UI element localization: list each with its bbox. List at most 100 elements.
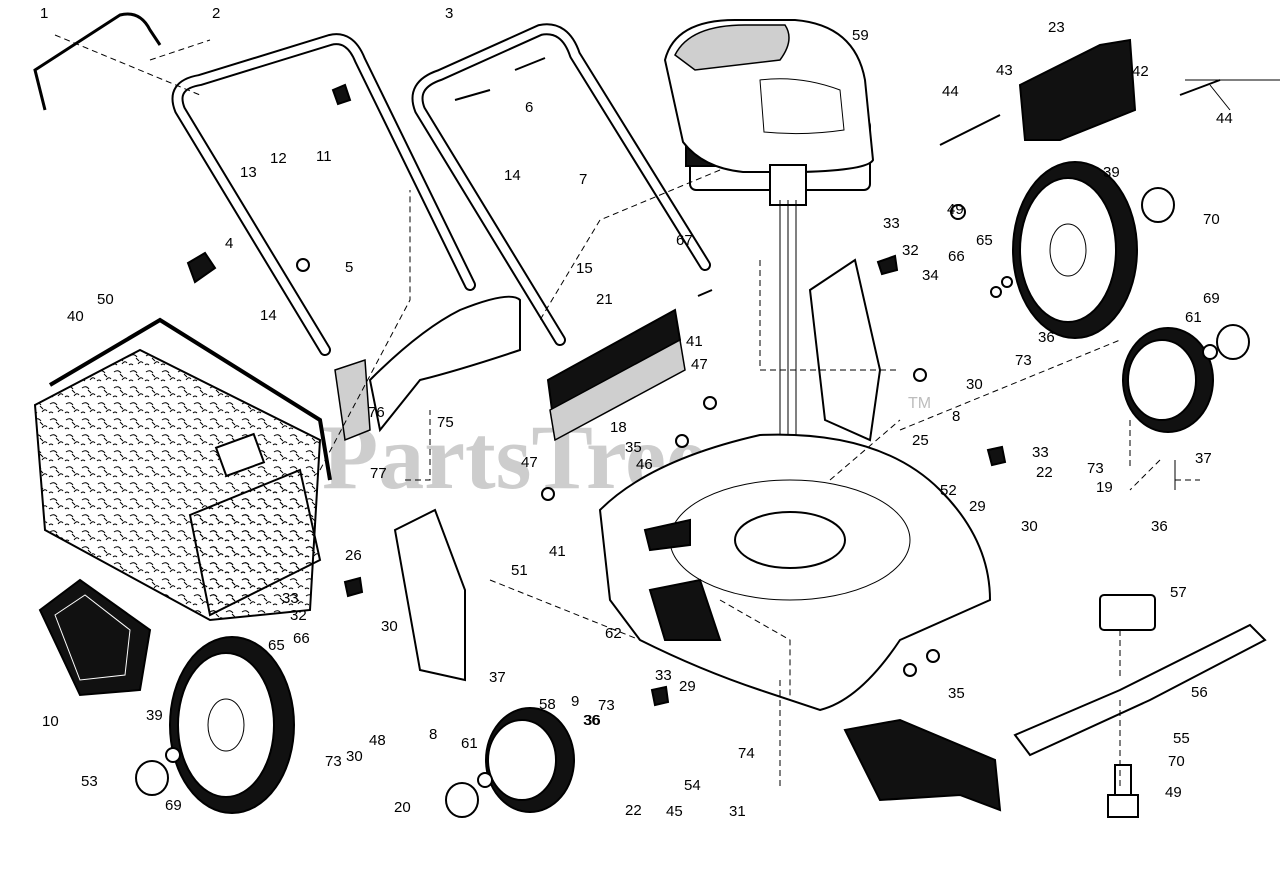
- callout: 35: [625, 439, 642, 456]
- callout: 33: [655, 667, 672, 684]
- callout: 43: [996, 62, 1013, 79]
- callout: 35: [948, 685, 965, 702]
- callout: 44: [1216, 110, 1233, 127]
- front-right-wheel: [1122, 327, 1214, 433]
- callout: 29: [679, 678, 696, 695]
- callout: 14: [260, 307, 277, 324]
- callout: 9: [571, 693, 579, 710]
- mulch-plug: [334, 295, 521, 442]
- callout: 8: [952, 408, 960, 425]
- rear-right-wheel: [1012, 161, 1138, 339]
- callout: 6: [525, 99, 533, 116]
- callout: 1: [40, 5, 48, 22]
- blade-adapter-57: [1099, 594, 1156, 631]
- callout: 73: [1087, 460, 1104, 477]
- watermark-trademark: TM: [908, 395, 931, 412]
- callout: 49: [1165, 784, 1182, 801]
- callout: 57: [1170, 584, 1187, 601]
- callout: 34: [922, 267, 939, 284]
- callout: 54: [684, 777, 701, 794]
- callout: 40: [67, 308, 84, 325]
- lower-handle: [171, 33, 476, 356]
- callout: 10: [42, 713, 59, 730]
- callout: 37: [489, 669, 506, 686]
- callout: 55: [1173, 730, 1190, 747]
- callout: 46: [636, 456, 653, 473]
- callout: 33: [1032, 444, 1049, 461]
- callout: 39: [1103, 164, 1120, 181]
- callout: 33: [282, 590, 299, 607]
- callout: 21: [596, 291, 613, 308]
- callout: 73: [1015, 352, 1032, 369]
- callout: 58: [539, 696, 556, 713]
- callout: 77: [370, 465, 387, 482]
- callout: 73: [598, 697, 615, 714]
- callout: 74: [738, 745, 755, 762]
- callout: 32: [902, 242, 919, 259]
- callout: 20: [394, 799, 411, 816]
- callout: 41: [686, 333, 703, 350]
- callout: 22: [625, 802, 642, 819]
- callout: 5: [345, 259, 353, 276]
- callout: 65: [976, 232, 993, 249]
- callout: 47: [521, 454, 538, 471]
- callout: 12: [270, 150, 287, 167]
- callout: 13: [240, 164, 257, 181]
- callout: 11: [316, 148, 332, 165]
- callout: 3: [445, 5, 453, 22]
- callout: 59: [852, 27, 869, 44]
- callout: 30: [1021, 518, 1038, 535]
- callout: 23: [1048, 19, 1065, 36]
- callout: 49: [947, 201, 964, 218]
- callout: 70: [1168, 753, 1185, 770]
- callout: 48: [369, 732, 386, 749]
- callout: 56: [1191, 684, 1208, 701]
- callout: 7: [579, 171, 587, 188]
- callout: 31: [729, 803, 746, 820]
- callout: 61: [461, 735, 478, 752]
- callout: 22: [1036, 464, 1053, 481]
- callout: 65: [268, 637, 285, 654]
- callout: 53: [81, 773, 98, 790]
- callout: 36: [584, 712, 601, 729]
- callout: 26: [345, 547, 362, 564]
- callout: 4: [225, 235, 233, 252]
- callout: 75: [437, 414, 454, 431]
- callout-labels: 1 2 3 59 23 43 42 44 44 6 12 13 11 7 14 …: [40, 5, 1233, 820]
- side-discharge-cover-31: [843, 718, 1002, 812]
- callout: 42: [1132, 63, 1149, 80]
- front-height-adjuster-26: [393, 508, 466, 682]
- callout: 67: [676, 232, 693, 249]
- callout: 66: [948, 248, 965, 265]
- callout: 15: [576, 260, 593, 277]
- callout: 36: [1038, 329, 1055, 346]
- grass-catcher: [33, 317, 332, 622]
- callout: 76: [368, 404, 385, 421]
- callout: 47: [691, 356, 708, 373]
- callout: 52: [940, 482, 957, 499]
- callout: 41: [549, 543, 566, 560]
- callout: 8: [429, 726, 437, 743]
- callout: 61: [1185, 309, 1202, 326]
- callout: 36: [1151, 518, 1168, 535]
- callout: 73: [325, 753, 342, 770]
- callout: 69: [1203, 290, 1220, 307]
- callout: 30: [381, 618, 398, 635]
- hubcaps: [135, 187, 1250, 818]
- callout: 50: [97, 291, 114, 308]
- callout: 45: [666, 803, 683, 820]
- callout: 25: [912, 432, 929, 449]
- leader-lines: [54, 34, 1280, 790]
- callout: 51: [511, 562, 528, 579]
- blade-bolt-53: [1107, 764, 1139, 818]
- callout: 69: [165, 797, 182, 814]
- blade: [1013, 623, 1267, 757]
- callout: 2: [212, 5, 220, 22]
- rear-flap: [1018, 38, 1137, 141]
- callout: 36: [583, 712, 600, 729]
- side-door-10: [38, 578, 152, 697]
- callout: 70: [1203, 211, 1220, 228]
- callout: 29: [969, 498, 986, 515]
- callout: 37: [1195, 450, 1212, 467]
- callout: 66: [293, 630, 310, 647]
